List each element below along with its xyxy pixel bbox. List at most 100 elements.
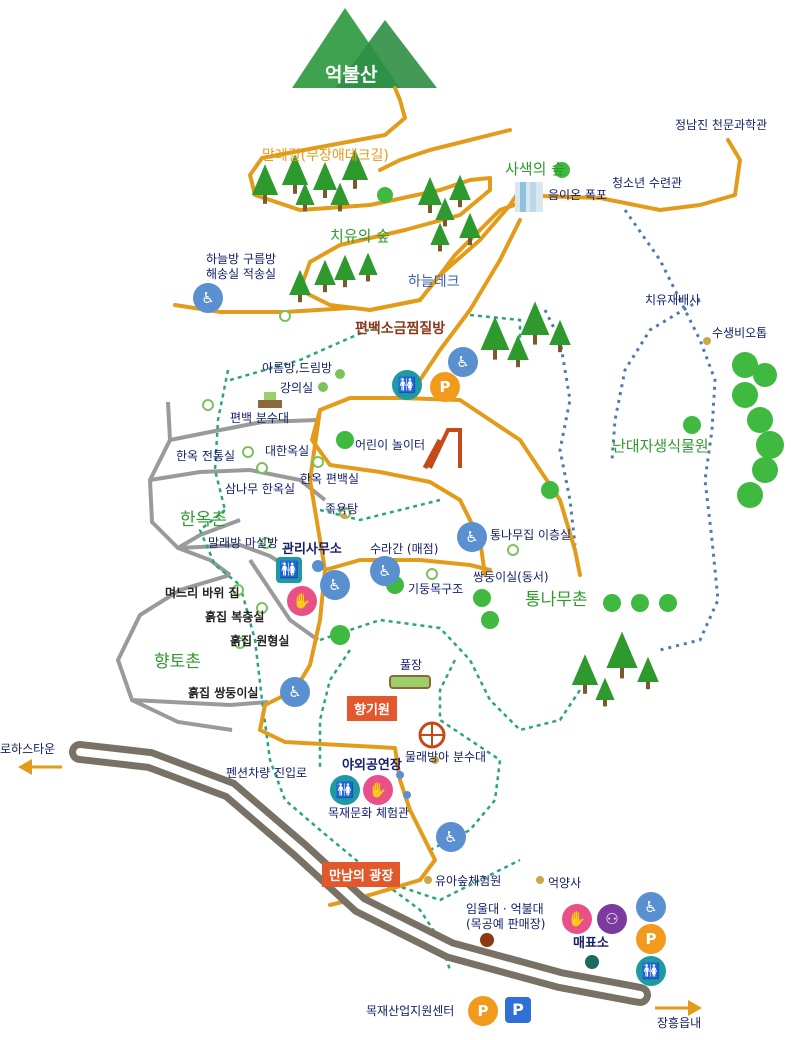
water-wheel xyxy=(418,721,446,749)
bush xyxy=(336,431,354,449)
tree xyxy=(637,656,659,690)
tag-mannam: 만남의 광장 xyxy=(322,862,401,887)
restroom-icon[interactable]: 🚻 xyxy=(330,775,360,805)
label-pension-road: 펜션차량 진입로 xyxy=(226,766,308,780)
label-gidung: 기둥목구조 xyxy=(408,582,464,596)
bush xyxy=(756,431,784,459)
label-tongnamuchon: 통나무촌 xyxy=(525,590,588,610)
label-mullaebanga: 물래방아 분수대 xyxy=(405,750,487,764)
label-nandae: 난대자생식물원 xyxy=(612,437,709,455)
restroom-icon[interactable]: 🚻 xyxy=(636,956,666,986)
label-heuk-wonhyeong: 흙집 원형실 xyxy=(230,634,290,648)
touch-experience-icon[interactable]: ✋ xyxy=(562,904,592,934)
bush xyxy=(473,589,491,607)
touch-experience-icon[interactable]: ✋ xyxy=(363,775,393,805)
label-hanok-pyeonbaek: 한옥 편백실 xyxy=(300,472,360,486)
tree xyxy=(430,222,450,252)
blue-dotted-paths xyxy=(543,209,720,652)
label-samnamu: 삼나무 한옥실 xyxy=(225,482,296,496)
tree xyxy=(449,174,471,208)
bush xyxy=(747,407,773,433)
label-fountain-pyeonbaek: 편백 분수대 xyxy=(230,411,290,425)
label-hyangtochon: 향토촌 xyxy=(154,652,201,672)
tree xyxy=(358,252,378,282)
bush xyxy=(631,594,649,612)
label-susaeng: 수생비오톱 xyxy=(712,326,768,340)
tree xyxy=(606,631,638,679)
label-yua: 유아숲체험원 xyxy=(435,874,502,888)
bush xyxy=(481,611,499,629)
tree xyxy=(520,301,550,345)
handicap-parking-icon[interactable]: P xyxy=(468,996,498,1026)
label-haesongsil: 해송실 적송실 xyxy=(206,267,277,281)
trees xyxy=(251,149,659,707)
label-imwoldae: 임울대 · 억불대 xyxy=(466,902,544,916)
tree xyxy=(281,154,309,194)
label-daehan: 대한옥실 xyxy=(265,444,310,458)
label-mokgongye: (목공예 판매장) xyxy=(466,917,546,931)
handicap-parking-icon[interactable]: P xyxy=(636,924,666,954)
label-heuk-ssangdung: 흙집 쌍둥이실 xyxy=(188,686,259,700)
label-kids: 어린이 놀이터 xyxy=(355,438,426,452)
label-malraebang: 말래방 마실방 xyxy=(208,536,279,550)
label-haneuldeck: 하늘데크 xyxy=(408,274,460,290)
label-gangui: 강의실 xyxy=(280,381,314,395)
bushes xyxy=(330,162,784,645)
dotted-paths xyxy=(198,313,582,971)
touch-experience-icon[interactable]: ✋ xyxy=(287,586,317,616)
bush xyxy=(737,482,763,508)
label-saseak: 사색의 숲 xyxy=(505,160,565,178)
wheelchair-restroom-icon[interactable]: ♿ xyxy=(280,677,310,707)
label-areumbang: 아름방,드림방 xyxy=(262,361,333,375)
bush xyxy=(753,363,777,387)
wheelchair-restroom-icon[interactable]: ♿ xyxy=(193,283,223,313)
wheelchair-restroom-icon[interactable]: ♿ xyxy=(370,556,400,586)
label-jokyok: 족욕탕 xyxy=(325,502,359,516)
label-cheongsonyeon: 청소년 수련관 xyxy=(612,176,683,190)
bush xyxy=(554,162,570,178)
wheelchair-restroom-icon[interactable]: ♿ xyxy=(436,822,466,852)
parking-icon[interactable]: P xyxy=(505,997,531,1023)
wheelchair-restroom-icon[interactable]: ♿ xyxy=(448,347,478,377)
wheelchair-restroom-icon[interactable]: ♿ xyxy=(457,522,487,552)
bush xyxy=(659,594,677,612)
label-maregil: 말레길(무장애데크길) xyxy=(262,148,389,164)
arrow-left-rohas xyxy=(18,759,62,775)
tree xyxy=(549,319,571,353)
label-chiyujaebaesa: 치유재배사 xyxy=(645,293,701,307)
wheelchair-restroom-icon[interactable]: ♿ xyxy=(320,570,350,600)
tree xyxy=(251,164,279,204)
label-myeoneuri: 며느리 바위 집 xyxy=(165,586,240,600)
tree xyxy=(295,182,315,212)
pool xyxy=(389,675,431,689)
playground-slide xyxy=(422,428,462,470)
label-mokjae-center: 목재산업지원센터 xyxy=(366,1004,455,1018)
tree xyxy=(313,162,337,198)
label-office: 관리사무소 xyxy=(282,542,342,557)
bush xyxy=(330,625,350,645)
tree xyxy=(330,182,350,212)
label-hanok-jeontong: 한옥 전통실 xyxy=(176,449,236,463)
tree xyxy=(507,334,529,368)
label-jangheung: 장흥읍내 xyxy=(657,1016,702,1030)
restroom-icon[interactable]: 🚻 xyxy=(276,557,302,583)
bush xyxy=(541,481,559,499)
label-puljang: 풀장 xyxy=(400,658,423,672)
gray-paths xyxy=(115,401,327,732)
mountain-peak xyxy=(292,8,437,88)
label-ticket: 매표소 xyxy=(573,936,609,951)
bush xyxy=(603,594,621,612)
label-heuk-bokcheung: 흙집 복층실 xyxy=(205,610,265,624)
label-sauna: 편백소금찜질방 xyxy=(355,321,446,337)
tag-hyanggiwon: 향기원 xyxy=(347,696,397,721)
restroom-icon[interactable]: 🚻 xyxy=(392,370,422,400)
peak-name: 억불산 xyxy=(325,64,378,86)
label-hanokchon: 한옥촌 xyxy=(180,510,227,530)
label-chiyu-forest: 치유의 숲 xyxy=(330,227,390,245)
handicap-parking-icon[interactable]: P xyxy=(430,372,460,402)
wheelchair-restroom-icon[interactable]: ♿ xyxy=(636,892,666,922)
stroller-icon[interactable]: ⚇ xyxy=(597,904,627,934)
bush xyxy=(732,352,758,378)
waterfall xyxy=(515,182,543,212)
point-markers xyxy=(202,310,711,969)
